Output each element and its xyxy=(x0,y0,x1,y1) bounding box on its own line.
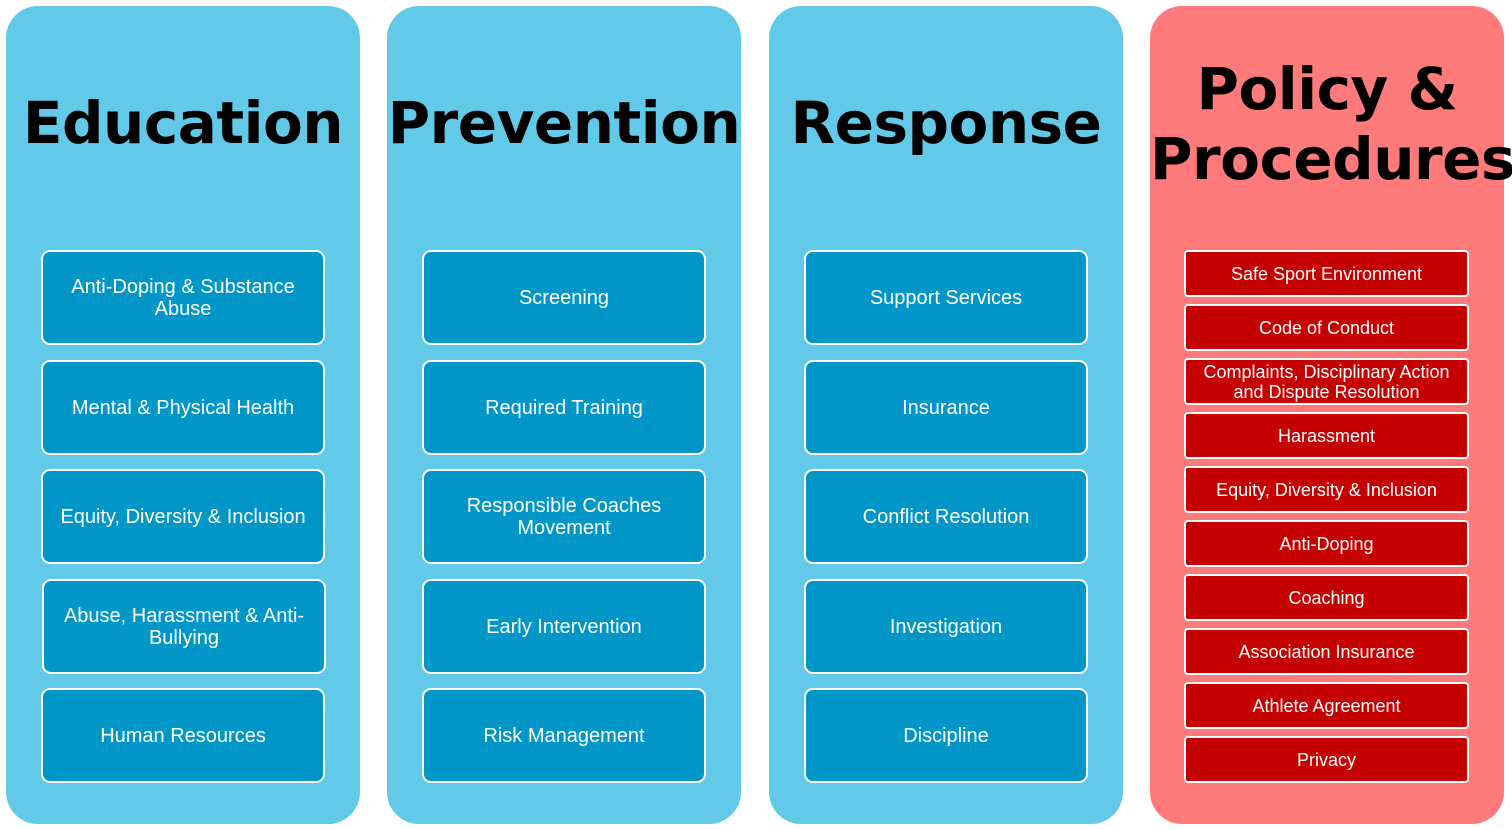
item-investigation: Investigation xyxy=(804,579,1088,674)
column-title-policy-procedures: Policy & Procedures xyxy=(1150,55,1512,193)
item-responsible-coaches-movement: Responsible Coaches Movement xyxy=(422,469,706,564)
column-prevention: Prevention Screening Required Training R… xyxy=(387,6,741,824)
item-equity-diversity-inclusion: Equity, Diversity & Inclusion xyxy=(41,469,325,564)
item-safe-sport-environment: Safe Sport Environment xyxy=(1184,250,1469,297)
item-early-intervention: Early Intervention xyxy=(422,579,706,674)
item-coaching: Coaching xyxy=(1184,574,1469,621)
item-equity-diversity-inclusion-policy: Equity, Diversity & Inclusion xyxy=(1184,466,1469,513)
column-response: Response Support Services Insurance Conf… xyxy=(769,6,1123,824)
item-insurance: Insurance xyxy=(804,360,1088,455)
column-title-prevention: Prevention xyxy=(387,89,741,157)
item-privacy: Privacy xyxy=(1184,736,1469,783)
item-discipline: Discipline xyxy=(804,688,1088,783)
item-risk-management: Risk Management xyxy=(422,688,706,783)
item-athlete-agreement: Athlete Agreement xyxy=(1184,682,1469,729)
item-code-of-conduct: Code of Conduct xyxy=(1184,304,1469,351)
column-title-education: Education xyxy=(22,89,344,157)
item-human-resources: Human Resources xyxy=(41,688,325,783)
item-support-services: Support Services xyxy=(804,250,1088,345)
item-conflict-resolution: Conflict Resolution xyxy=(804,469,1088,564)
item-complaints-disciplinary-dispute: Complaints, Disciplinary Action and Disp… xyxy=(1184,358,1469,405)
item-abuse-harassment-anti-bullying: Abuse, Harassment & Anti-Bullying xyxy=(42,579,326,674)
item-mental-physical-health: Mental & Physical Health xyxy=(41,360,325,455)
column-education: Education Anti-Doping & Substance Abuse … xyxy=(6,6,360,824)
item-screening: Screening xyxy=(422,250,706,345)
column-policy-procedures: Policy & Procedures Safe Sport Environme… xyxy=(1150,6,1512,824)
item-harassment: Harassment xyxy=(1184,412,1469,459)
item-association-insurance: Association Insurance xyxy=(1184,628,1469,675)
item-required-training: Required Training xyxy=(422,360,706,455)
column-title-response: Response xyxy=(790,89,1102,157)
item-anti-doping-substance-abuse: Anti-Doping & Substance Abuse xyxy=(41,250,325,345)
item-anti-doping: Anti-Doping xyxy=(1184,520,1469,567)
